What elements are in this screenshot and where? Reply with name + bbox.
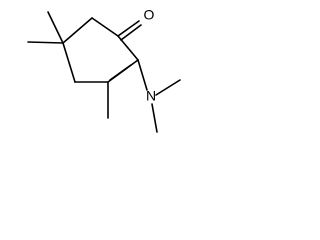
bond-n-methyl-down: [151, 103, 158, 133]
bond-c6-c1: [91, 17, 119, 37]
bond-c5-c6: [62, 17, 93, 44]
oxygen-label: O: [144, 7, 155, 23]
bond-carbonyl-2: [120, 24, 142, 41]
bond-c2-c3-inner: [109, 64, 132, 81]
bond-carbonyl-1: [117, 20, 140, 37]
chemical-structure: O N: [27, 7, 181, 133]
bond-methyl-left: [27, 41, 64, 44]
bond-n-methyl-right: [155, 79, 181, 96]
nitrogen-label: N: [146, 88, 156, 104]
bond-c2-n: [137, 59, 148, 91]
bond-c4-c5: [62, 42, 76, 83]
bond-methyl-top: [47, 11, 64, 44]
